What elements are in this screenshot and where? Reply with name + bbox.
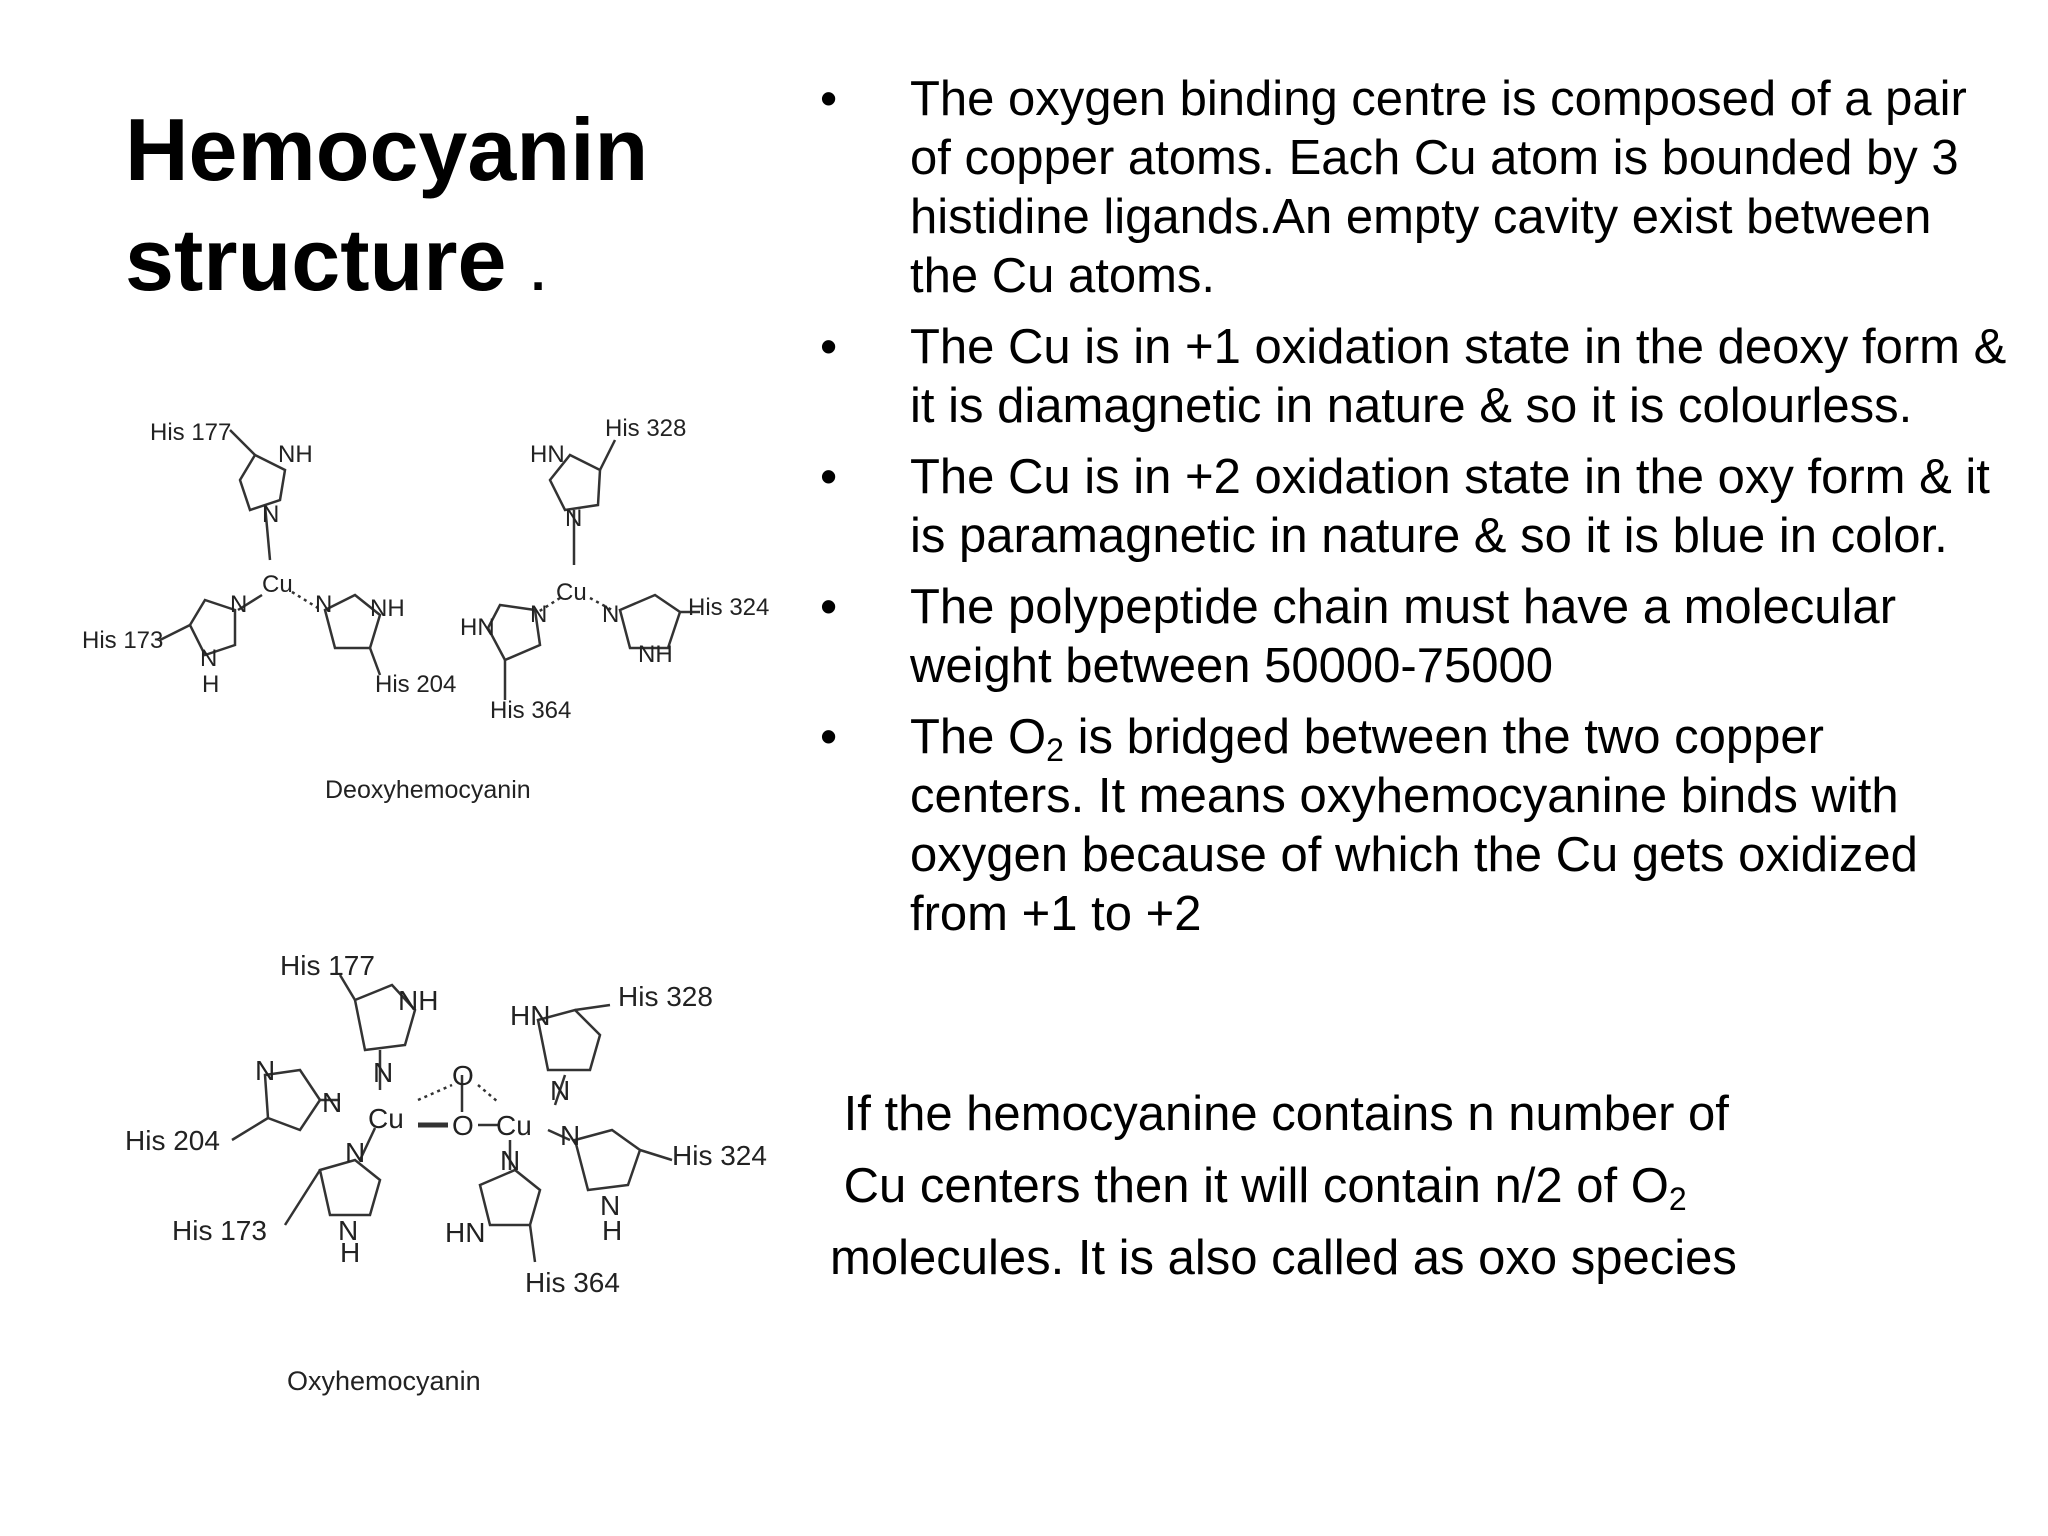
paragraph-line-1: If the hemocyanine contains n number of — [830, 1087, 1729, 1141]
bullet-item: • The O2 is bridged between the two copp… — [820, 708, 2010, 944]
bullet-text: The Cu is in +2 oxidation state in the o… — [910, 450, 1990, 563]
bullet-marker: • — [820, 580, 838, 634]
oxy-his177-label: His 177 — [280, 950, 375, 981]
deoxy-cu-2: Cu — [556, 579, 587, 606]
bullet-text-pre: The O — [910, 710, 1047, 764]
deoxy-h-1: H — [202, 671, 219, 698]
deoxy-hn-2: HN — [460, 614, 495, 641]
oxy-nh-1: NH — [398, 985, 438, 1016]
deoxy-n-6: N — [530, 601, 547, 628]
deoxy-hn-1: HN — [530, 441, 565, 468]
bullet-marker: • — [820, 710, 838, 764]
oxy-n-9: N — [600, 1190, 620, 1221]
deoxy-his364-label: His 364 — [490, 697, 571, 724]
bullet-text: The oxygen binding centre is composed of… — [910, 72, 1967, 303]
deoxy-his328-label: His 328 — [605, 415, 686, 442]
deoxy-his177-label: His 177 — [150, 419, 231, 446]
oxy-h-2: H — [602, 1215, 622, 1246]
oxy-caption: Oxyhemocyanin — [287, 1366, 481, 1396]
deoxy-n-3: N — [315, 591, 332, 618]
bullet-item: • The oxygen binding centre is composed … — [820, 70, 2010, 306]
paragraph-line-2-text: Cu centers then it will contain n/2 of O — [830, 1159, 1669, 1213]
oxy-n-8: N — [560, 1120, 580, 1151]
oxy-cu-2: Cu — [496, 1110, 532, 1141]
oxy-h-1: H — [340, 1237, 360, 1268]
oxy-cu-1: Cu — [368, 1103, 404, 1134]
deoxy-n-5: N — [565, 505, 582, 532]
deoxy-cu-1: Cu — [262, 571, 293, 598]
bullet-text: The Cu is in +1 oxidation state in the d… — [910, 320, 2007, 433]
bullet-text-sub: 2 — [1046, 732, 1064, 768]
oxy-n-2: N — [255, 1055, 275, 1086]
bullet-item: • The Cu is in +2 oxidation state in the… — [820, 448, 2010, 566]
title-line-2: structure . — [125, 205, 648, 328]
bullet-text-post: is bridged between the two copper center… — [910, 710, 1918, 941]
oxy-o-2: O — [452, 1110, 474, 1141]
title-line-1: Hemocyanin — [125, 100, 649, 199]
oxy-his328-label: His 328 — [618, 981, 713, 1012]
deoxy-his173-label: His 173 — [82, 627, 163, 654]
deoxy-his204-label: His 204 — [375, 671, 456, 698]
deoxy-his324-label: His 324 — [688, 594, 769, 621]
bullet-item: • The polypeptide chain must have a mole… — [820, 578, 2010, 696]
paragraph-line-2-sub: 2 — [1668, 1181, 1687, 1217]
deoxy-nh-3: NH — [638, 641, 673, 668]
paragraph-line-2: Cu centers then it will contain n/2 of O… — [830, 1150, 2020, 1222]
deoxy-nh-2: NH — [370, 595, 405, 622]
bullet-marker: • — [820, 450, 838, 504]
oxy-his204-label: His 204 — [125, 1125, 220, 1156]
oxy-n-1: N — [373, 1057, 393, 1088]
paragraph-line-3: molecules. It is also called as oxo spec… — [830, 1231, 1737, 1285]
oxy-n-6: N — [550, 1075, 570, 1106]
bullet-marker: • — [820, 320, 838, 374]
bullet-marker: • — [820, 72, 838, 126]
deoxy-n-2: N — [230, 591, 247, 618]
deoxy-n-7: N — [602, 601, 619, 628]
deoxy-nh-1: NH — [278, 441, 313, 468]
slide-title: Hemocyanin structure . — [125, 95, 648, 328]
oxy-n-4: N — [345, 1137, 365, 1168]
oxy-his173-label: His 173 — [172, 1215, 267, 1246]
deoxy-caption: Deoxyhemocyanin — [325, 776, 531, 804]
bullet-list: • The oxygen binding centre is composed … — [820, 70, 2010, 956]
oxy-n-7: N — [500, 1145, 520, 1176]
closing-paragraph: If the hemocyanine contains n number of … — [830, 1078, 2020, 1294]
oxy-hn-2: HN — [445, 1217, 485, 1248]
bullet-text: The polypeptide chain must have a molecu… — [910, 580, 1897, 693]
bullet-item: • The Cu is in +1 oxidation state in the… — [820, 318, 2010, 436]
oxy-his324-label: His 324 — [672, 1140, 767, 1171]
oxy-n-3: N — [322, 1087, 342, 1118]
oxy-n-5: N — [338, 1215, 358, 1246]
oxy-his364-label: His 364 — [525, 1267, 620, 1298]
title-line-2-text: structure — [125, 210, 507, 309]
oxy-hn-1: HN — [510, 1000, 550, 1031]
deoxy-n-1: N — [262, 501, 279, 528]
bullet-text: The O2 is bridged between the two copper… — [910, 708, 2010, 944]
deoxy-n-4: N — [200, 645, 217, 672]
oxy-o-1: O — [452, 1060, 474, 1091]
title-trail: . — [530, 244, 546, 302]
